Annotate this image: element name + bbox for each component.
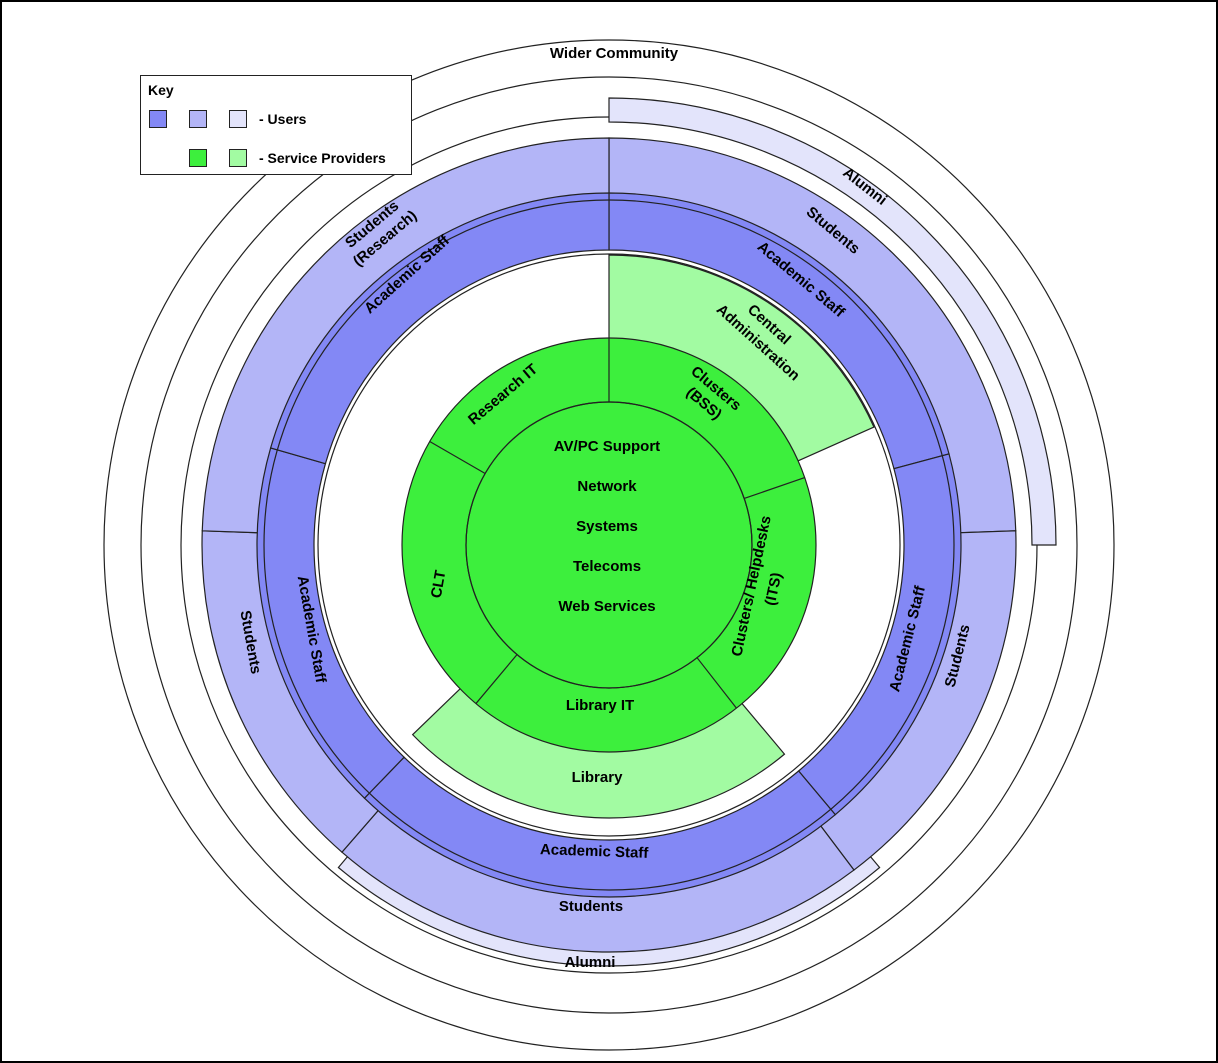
users-dark-swatch: [149, 110, 167, 128]
divider-library-clt: [475, 654, 518, 704]
academic-staff-top-left-segment: [269, 192, 610, 465]
core-item-systems: Systems: [576, 518, 638, 535]
library-it-label: Library IT: [566, 697, 634, 714]
library-label: Library: [572, 769, 624, 786]
gap-ring: [263, 199, 955, 891]
providers-light-swatch: [229, 149, 247, 167]
users-mid-swatch: [189, 110, 207, 128]
core-item-telecoms: Telecoms: [573, 558, 641, 575]
key-title: Key: [148, 82, 174, 98]
alumni-top-right-segment: [608, 97, 1057, 546]
helpdesks-label-2: (ITS): [762, 571, 786, 607]
users-key-label: - Users: [259, 111, 307, 127]
legend-key: Key - Users - Service Providers: [140, 75, 412, 175]
divider-helpdesks-library: [696, 657, 737, 709]
wider-community-label: Wider Community: [550, 45, 679, 62]
providers-key-label: - Service Providers: [259, 150, 386, 166]
divider-clt-research: [429, 440, 486, 475]
clt-label: CLT: [428, 569, 450, 600]
users-light-swatch: [229, 110, 247, 128]
students-bottom-label: Students: [559, 898, 623, 915]
core-item-network: Network: [577, 478, 637, 495]
core-outline: [465, 401, 753, 689]
academic-staff-bottom-label: Academic Staff: [540, 841, 650, 862]
core-item-av-pc-support: AV/PC Support: [554, 438, 660, 455]
divider-clusters-helpdesks: [744, 477, 805, 500]
alumni-bottom-label: Alumni: [565, 954, 616, 971]
core-item-web-services: Web Services: [558, 598, 655, 615]
providers-dark-swatch: [189, 149, 207, 167]
